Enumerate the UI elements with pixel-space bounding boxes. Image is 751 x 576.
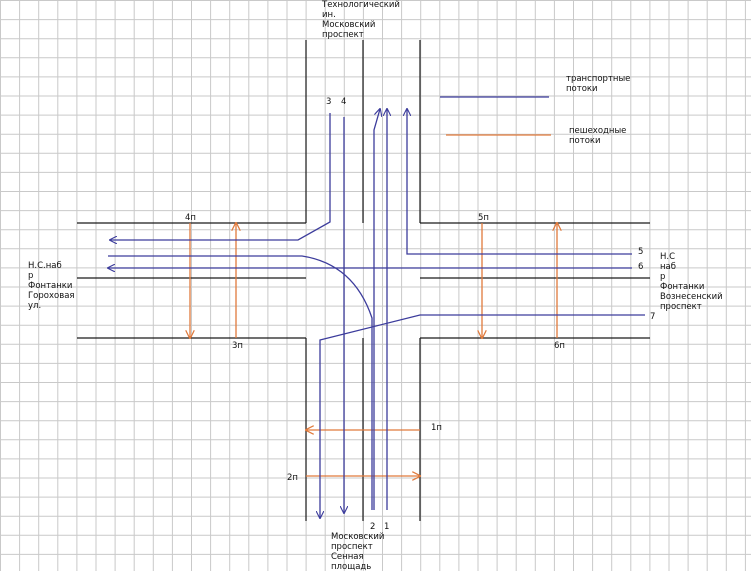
street-east-line-3: р: [660, 272, 665, 282]
street-name-west: Н.С.наб р Фонтанки Гороховая ул.: [28, 261, 75, 311]
street-south-line-2: проспект: [331, 542, 373, 552]
pedestrian-flow-5-label: 5п: [478, 213, 489, 223]
street-south-line-1: Московский: [331, 532, 384, 542]
vehicle-flow-labels: 1 2 3 4 5 6 7: [326, 97, 655, 532]
street-south-line-3: Сенная: [331, 552, 364, 562]
street-east-line-6: проспект: [660, 302, 702, 312]
pedestrian-flow-1-label: 1п: [431, 423, 442, 433]
legend: транспортные потоки пешеходные потоки: [440, 74, 630, 146]
pedestrian-flow-4-label: 4п: [185, 213, 196, 223]
street-name-north: Технологический ин. Московский проспект: [321, 0, 400, 40]
vehicle-flow-6-branch-path: [108, 255, 373, 510]
legend-pedestrian-label-2: потоки: [569, 136, 601, 146]
pedestrian-flow-labels: 1п 2п 3п 4п 5п 6п: [185, 213, 565, 483]
legend-vehicle-label-2: потоки: [566, 84, 598, 94]
vehicle-flow-4-label: 4: [341, 97, 346, 107]
street-east-line-1: Н.С: [660, 252, 675, 262]
vehicle-flow-7-label: 7: [650, 312, 655, 322]
street-south-line-4: площадь: [331, 562, 371, 571]
vehicle-flows: [108, 109, 645, 518]
street-west-line-4: Гороховая: [28, 291, 75, 301]
pedestrian-flow-6-label: 6п: [554, 341, 565, 351]
street-north-line-2: ин.: [322, 10, 336, 20]
vehicle-flow-5-path: [407, 109, 632, 255]
legend-vehicle-label-1: транспортные: [566, 74, 630, 84]
vehicle-flow-6-label: 6: [638, 262, 643, 272]
street-west-line-5: ул.: [28, 301, 41, 311]
street-east-line-4: Фонтанки: [660, 282, 704, 292]
pedestrian-flows: [190, 223, 557, 476]
street-east-line-5: Вознесенский: [660, 292, 723, 302]
street-west-line-3: Фонтанки: [28, 281, 72, 291]
vehicle-flow-2-label: 2: [370, 522, 375, 532]
street-west-line-2: р: [28, 271, 33, 281]
street-north-line-3: Московский: [322, 20, 375, 30]
legend-pedestrian-label-1: пешеходные: [569, 126, 626, 136]
street-name-south: Московский проспект Сенная площадь: [331, 532, 384, 572]
vehicle-flow-3-path: [110, 113, 331, 240]
vehicle-flow-3-label: 3: [326, 97, 331, 107]
pedestrian-flow-2-label: 2п: [287, 473, 298, 483]
vehicle-flow-2-path: [373, 109, 380, 510]
street-west-line-1: Н.С.наб: [28, 261, 62, 271]
vehicle-flow-1-label: 1: [384, 522, 389, 532]
pedestrian-flow-3-label: 3п: [232, 341, 243, 351]
street-name-east: Н.С наб р Фонтанки Вознесенский проспект: [660, 252, 723, 312]
vehicle-flow-7-path: [320, 314, 645, 518]
street-north-line-4: проспект: [322, 30, 364, 40]
vehicle-flow-5-label: 5: [638, 247, 643, 257]
street-east-line-2: наб: [660, 262, 676, 272]
street-north-line-1: Технологический: [321, 0, 400, 10]
